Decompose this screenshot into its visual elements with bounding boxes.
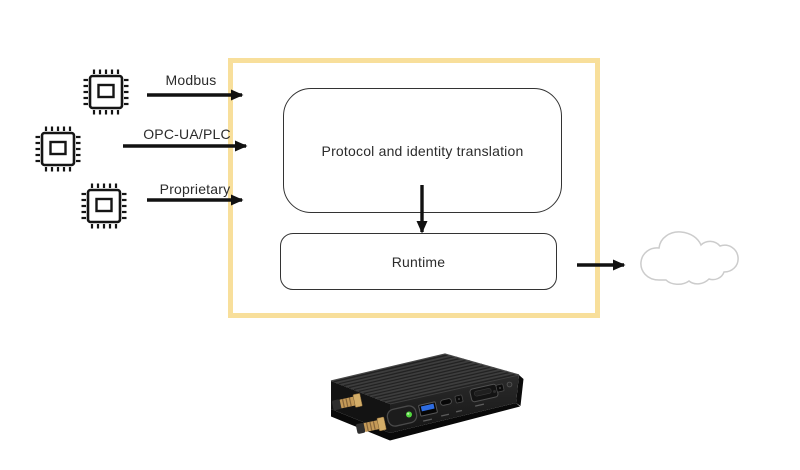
sd-card-slot [469,383,499,403]
antenna-connector [355,416,387,434]
label-opc-ua-plc: OPC-UA/PLC [143,126,231,142]
runtime-box: Runtime [280,233,557,290]
antenna-connector [332,393,363,411]
panel-button [495,383,505,393]
label-proprietary: Proprietary [159,181,231,197]
runtime-box-label: Runtime [391,253,446,270]
iot-gateway-device-image [330,353,524,441]
label-modbus: Modbus [165,72,217,88]
cloud-icon [640,231,739,285]
panel-button [454,394,464,404]
heatsink-fins [335,354,513,403]
chip-icon [83,69,129,115]
usb-c-port [440,398,452,406]
usb-port [418,401,438,417]
panel-screw [506,381,513,388]
chip-icon [81,183,127,229]
chip-icon [35,126,81,172]
port-labels [423,403,485,422]
translation-box-label: Protocol and identity translation [321,142,524,159]
translation-box: Protocol and identity translation [283,88,562,213]
gateway-boundary-box [228,58,600,318]
power-button [386,405,418,427]
